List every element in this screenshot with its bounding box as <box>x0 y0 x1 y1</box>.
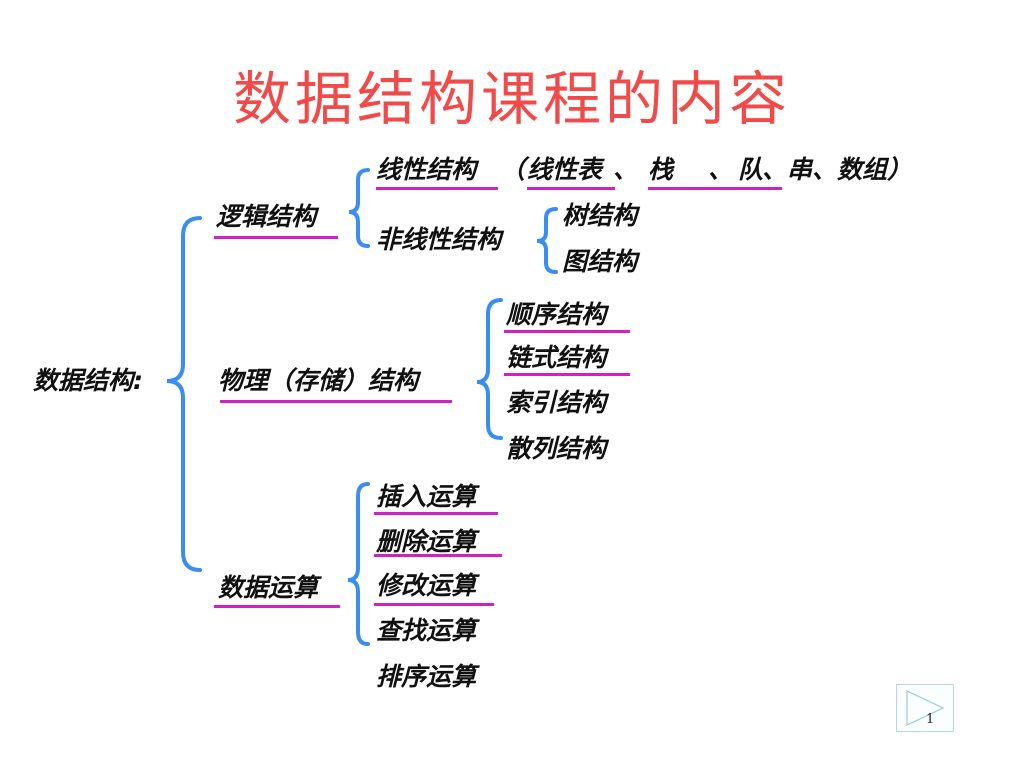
sequential-underline <box>504 330 630 333</box>
modify-underline <box>374 603 494 606</box>
indexed-structure-label: 索引结构 <box>506 388 607 417</box>
operations-brace <box>347 482 370 646</box>
linear-open-paren: （ <box>500 155 526 184</box>
delete-op-label: 删除运算 <box>376 527 477 556</box>
linear-structure-underline <box>376 187 498 190</box>
linear-structure-label: 线性结构 <box>376 155 477 184</box>
logical-brace <box>348 168 370 248</box>
linear-sep-1: 、 <box>613 155 639 184</box>
modify-op-label: 修改运算 <box>376 571 477 600</box>
operations-label: 数据运算 <box>218 573 319 602</box>
nonlinear-brace <box>536 207 558 274</box>
physical-underline <box>220 400 452 403</box>
linear-stack-label: 栈 <box>648 155 674 184</box>
physical-structure-label: 物理（存储）结构 <box>218 366 419 395</box>
next-slide-button[interactable] <box>896 684 954 732</box>
delete-underline <box>374 554 502 557</box>
search-op-label: 查找运算 <box>376 616 477 645</box>
linear-queue-label: 队 <box>738 155 764 184</box>
page-number: 1 <box>926 712 935 727</box>
linked-structure-label: 链式结构 <box>506 343 607 372</box>
graph-structure-label: 图结构 <box>562 247 638 276</box>
insert-underline <box>374 512 498 515</box>
insert-op-label: 插入运算 <box>376 482 477 511</box>
logical-structure-label: 逻辑结构 <box>216 202 317 231</box>
play-arrow-icon <box>906 690 945 726</box>
operations-underline <box>214 605 340 608</box>
linear-sep-2: 、 <box>708 155 734 184</box>
sequential-structure-label: 顺序结构 <box>506 300 607 329</box>
root-brace <box>166 216 202 572</box>
physical-brace <box>476 298 503 440</box>
linear-list-underline <box>527 187 615 190</box>
linear-list-label: 线性表 <box>527 155 603 184</box>
stack-queue-underline <box>648 187 782 190</box>
logical-underline <box>214 236 338 239</box>
hashed-structure-label: 散列结构 <box>506 434 607 463</box>
page-title: 数据结构课程的内容 <box>232 65 791 133</box>
linked-underline <box>504 373 630 376</box>
sort-op-label: 排序运算 <box>376 662 477 691</box>
root-label: 数据结构: <box>33 366 143 395</box>
nonlinear-structure-label: 非线性结构 <box>376 225 502 254</box>
tree-structure-label: 树结构 <box>562 201 638 230</box>
linear-rest-label: 、串、数组） <box>762 155 913 184</box>
